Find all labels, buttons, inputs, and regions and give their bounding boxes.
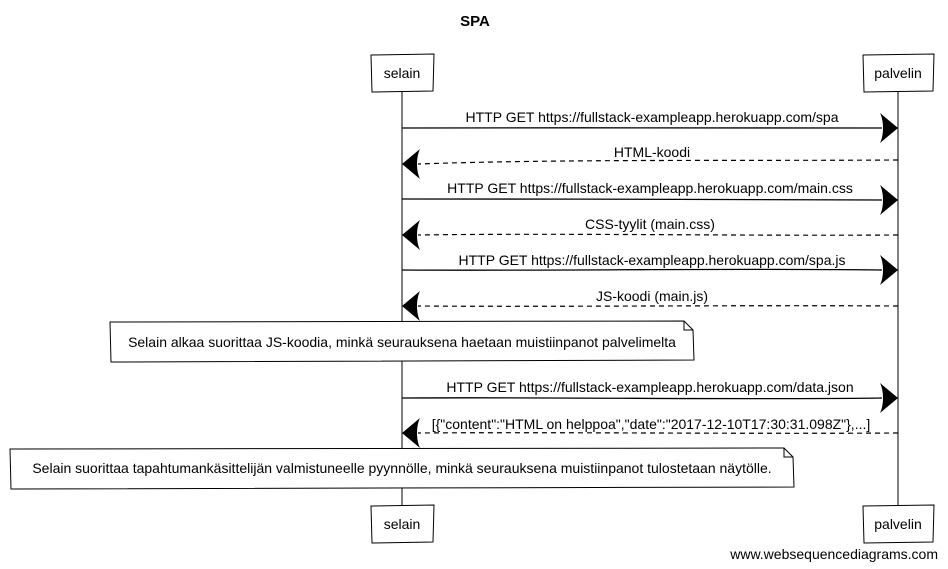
- message-data-response: [{"content":"HTML on helppoa","date":"20…: [402, 416, 899, 448]
- participant-selain-bottom: selain: [370, 504, 435, 544]
- note-render-notes: Selain suorittaa tapahtumankäsittelijän …: [9, 447, 795, 490]
- message-label: HTTP GET https://fullstack-exampleapp.he…: [459, 252, 846, 268]
- note-text: Selain suorittaa tapahtumankäsittelijän …: [32, 460, 771, 476]
- message-label: HTML-koodi: [614, 144, 690, 160]
- message-label: HTTP GET https://fullstack-exampleapp.he…: [447, 180, 853, 196]
- message-label: CSS-tyylit (main.css): [585, 216, 715, 232]
- participant-label: selain: [384, 65, 421, 81]
- message-label: HTTP GET https://fullstack-exampleapp.he…: [446, 379, 853, 395]
- message-label: [{"content":"HTML on helppoa","date":"20…: [432, 416, 871, 432]
- note-text: Selain alkaa suorittaa JS-koodia, minkä …: [128, 334, 676, 350]
- participant-label: palvelin: [874, 65, 921, 81]
- participant-palvelin-top: palvelin: [862, 53, 935, 93]
- message-get-spa-js: HTTP GET https://fullstack-exampleapp.he…: [401, 252, 898, 285]
- message-get-spa: HTTP GET https://fullstack-exampleapp.he…: [401, 109, 898, 143]
- message-label: HTTP GET https://fullstack-exampleapp.he…: [466, 109, 839, 125]
- message-html-response: HTML-koodi: [402, 144, 899, 179]
- participant-label: selain: [384, 516, 421, 532]
- message-get-main-css: HTTP GET https://fullstack-exampleapp.he…: [401, 180, 898, 215]
- participant-selain-top: selain: [370, 53, 435, 93]
- message-label: JS-koodi (main.js): [596, 288, 708, 304]
- credit-text: www.websequencediagrams.com: [729, 546, 938, 562]
- participant-label: palvelin: [874, 516, 921, 532]
- note-js-execution: Selain alkaa suorittaa JS-koodia, minkä …: [109, 320, 695, 363]
- message-css-response: CSS-tyylit (main.css): [402, 216, 899, 250]
- message-js-response: JS-koodi (main.js): [402, 288, 899, 321]
- message-get-data-json: HTTP GET https://fullstack-exampleapp.he…: [401, 379, 898, 413]
- diagram-title: SPA: [460, 13, 490, 30]
- participant-palvelin-bottom: palvelin: [862, 504, 935, 544]
